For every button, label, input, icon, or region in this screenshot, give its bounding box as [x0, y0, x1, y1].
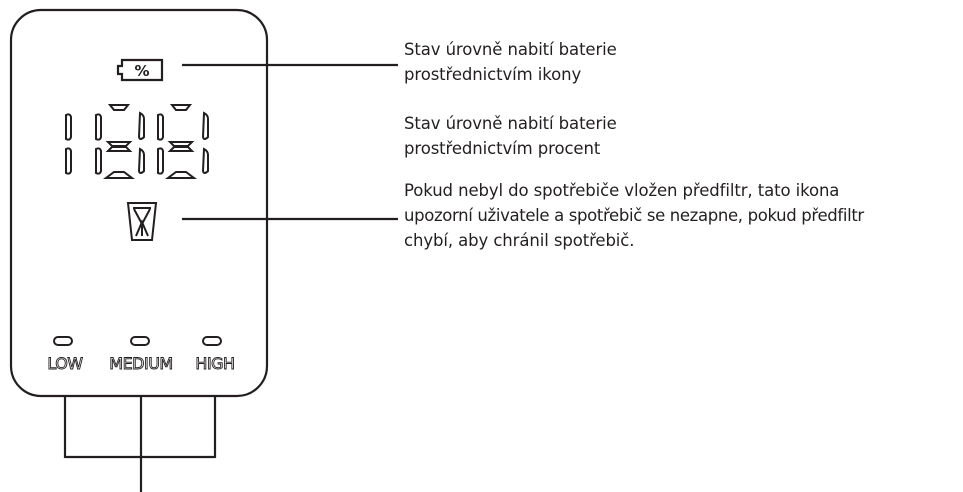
digit-3: [157, 104, 209, 179]
callout-line: prostřednictvím ikony: [404, 65, 582, 84]
callout-line: Pokud nebyl do spotřebiče vložen předfil…: [404, 181, 840, 200]
callout-line: chybí, aby chránil spotřebič.: [404, 231, 635, 250]
prefilter-icon: [126, 202, 158, 241]
level-bracket: [63, 396, 217, 492]
battery-icon-percent: %: [134, 62, 149, 80]
level-leds: [53, 336, 222, 346]
percent-digits: [65, 104, 209, 179]
level-label-low: LOW: [47, 354, 83, 373]
callout-line: Stav úrovně nabití baterie: [404, 114, 617, 133]
digit-2: [95, 104, 145, 179]
callout-line: prostřednictvím procent: [404, 139, 601, 158]
battery-icon: %: [116, 58, 164, 82]
callout-battery-icon: Stav úrovně nabití baterie prostřednictv…: [404, 37, 617, 87]
callout-line: Stav úrovně nabití baterie: [404, 40, 617, 59]
callout-battery-percent: Stav úrovně nabití baterie prostřednictv…: [404, 111, 617, 161]
level-label-medium: MEDIUM: [109, 354, 172, 373]
led-low: [53, 336, 73, 346]
level-label-high: HIGH: [195, 354, 234, 373]
led-high: [202, 336, 222, 346]
callout-line: upozorní uživatele a spotřebič se nezapn…: [404, 206, 864, 225]
led-medium: [130, 336, 150, 346]
display-panel: [9, 8, 269, 398]
callout-prefilter: Pokud nebyl do spotřebiče vložen předfil…: [404, 178, 864, 253]
digit-1: [65, 113, 72, 175]
